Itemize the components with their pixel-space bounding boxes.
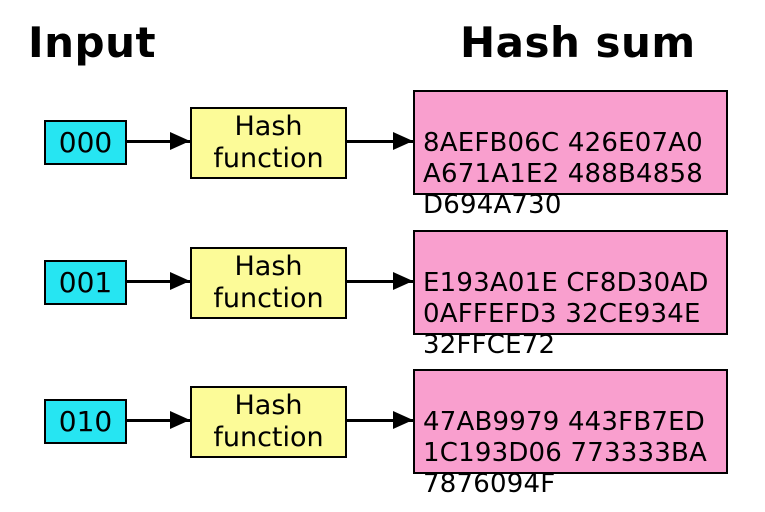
hash-sum-column-title: Hash sum — [460, 18, 696, 67]
hash-function-box: Hash function — [190, 386, 347, 458]
arrow-function-to-hash — [347, 272, 413, 290]
arrow-function-to-hash — [347, 411, 413, 429]
hash-sum-box: 8AEFB06C 426E07A0 A671A1E2 488B4858 D694… — [413, 90, 728, 220]
input-label: 000 — [58, 126, 113, 159]
input-label: 001 — [58, 266, 113, 299]
hash-sum-box: E193A01E CF8D30AD 0AFFEFD3 32CE934E 32FF… — [413, 230, 728, 360]
arrow-function-to-hash — [347, 132, 413, 150]
input-column-title: Input — [28, 18, 157, 67]
hash-function-label: Hash function — [213, 251, 324, 314]
input-box-000: 000 — [44, 120, 127, 165]
hash-sum-text: 47AB9979 443FB7ED 1C193D06 773333BA 7876… — [423, 407, 707, 499]
hash-sum-text: E193A01E CF8D30AD 0AFFEFD3 32CE934E 32FF… — [423, 268, 709, 360]
arrow-input-to-function — [127, 272, 190, 290]
hash-function-label: Hash function — [213, 390, 324, 453]
hash-function-label: Hash function — [213, 111, 324, 174]
input-box-001: 001 — [44, 260, 127, 305]
hash-sum-box: 47AB9979 443FB7ED 1C193D06 773333BA 7876… — [413, 369, 728, 499]
hash-sum-text: 8AEFB06C 426E07A0 A671A1E2 488B4858 D694… — [423, 128, 704, 220]
hash-function-box: Hash function — [190, 247, 347, 319]
input-box-010: 010 — [44, 399, 127, 444]
arrow-input-to-function — [127, 411, 190, 429]
input-label: 010 — [58, 405, 113, 438]
arrow-input-to-function — [127, 132, 190, 150]
hash-function-box: Hash function — [190, 107, 347, 179]
